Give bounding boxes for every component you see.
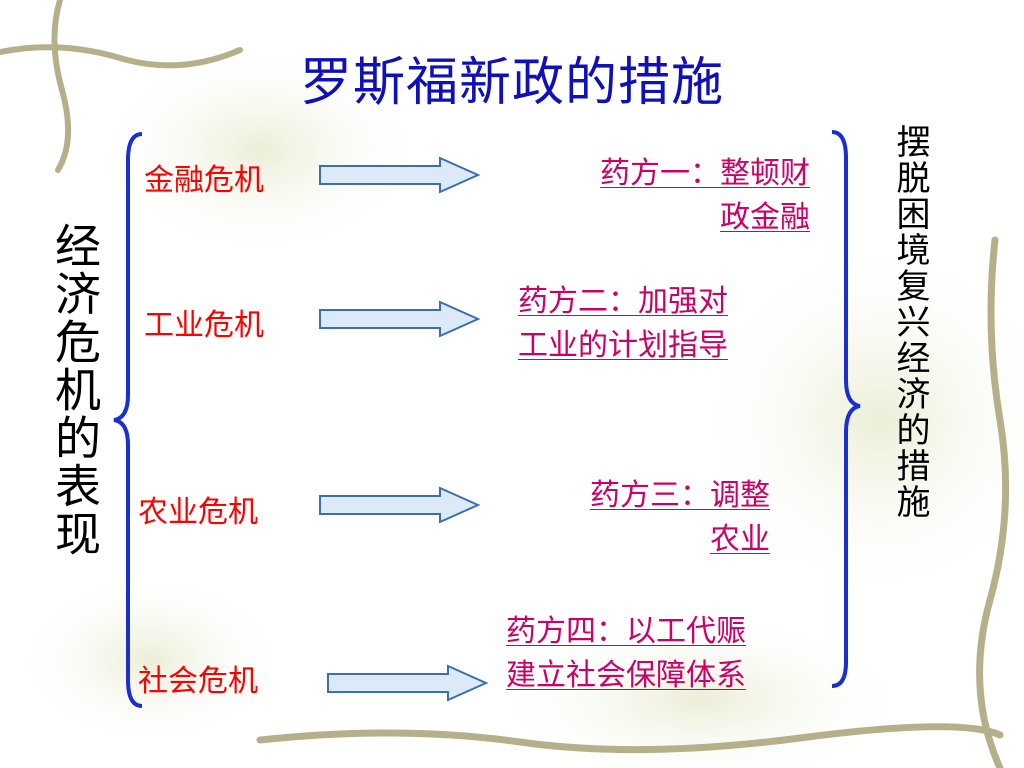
vine-border-top: [0, 0, 243, 173]
arrow-right-icon: [319, 300, 481, 338]
remedy-3-line2: 农业: [710, 522, 770, 557]
remedy-1-line1: 药方一：整顿财: [600, 156, 810, 191]
arrow-right-icon: [319, 486, 481, 524]
left-brace: [113, 132, 143, 708]
remedy-3-line1: 药方三：调整: [590, 478, 770, 513]
page-title: 罗斯福新政的措施: [299, 53, 724, 113]
remedy-1: 药方一：整顿财 政金融: [520, 152, 810, 240]
remedy-4-line2: 建立社会保障体系: [506, 658, 746, 693]
measures-group-label: 摆脱困境复兴经济的措施: [890, 124, 930, 520]
remedy-4-line1: 药方四：以工代赈: [506, 614, 746, 649]
arrow-right-icon: [327, 664, 489, 702]
remedy-2-line2: 工业的计划指导: [518, 328, 728, 363]
crisis-industrial: 工业危机: [144, 308, 264, 343]
crisis-group-label: 经济危机的表现: [48, 222, 102, 558]
crisis-social: 社会危机: [138, 664, 258, 699]
vine-border-bottom: [256, 236, 1010, 768]
remedy-2: 药方二：加强对 工业的计划指导: [518, 280, 808, 368]
arrow-right-icon: [319, 156, 481, 194]
crisis-agricultural: 农业危机: [138, 495, 258, 530]
remedy-2-line1: 药方二：加强对: [518, 284, 728, 319]
remedy-1-line2: 政金融: [720, 200, 810, 235]
crisis-financial: 金融危机: [144, 163, 264, 198]
remedy-3: 药方三：调整 农业: [520, 474, 770, 562]
right-brace: [831, 130, 861, 688]
remedy-4: 药方四：以工代赈 建立社会保障体系: [506, 610, 826, 698]
